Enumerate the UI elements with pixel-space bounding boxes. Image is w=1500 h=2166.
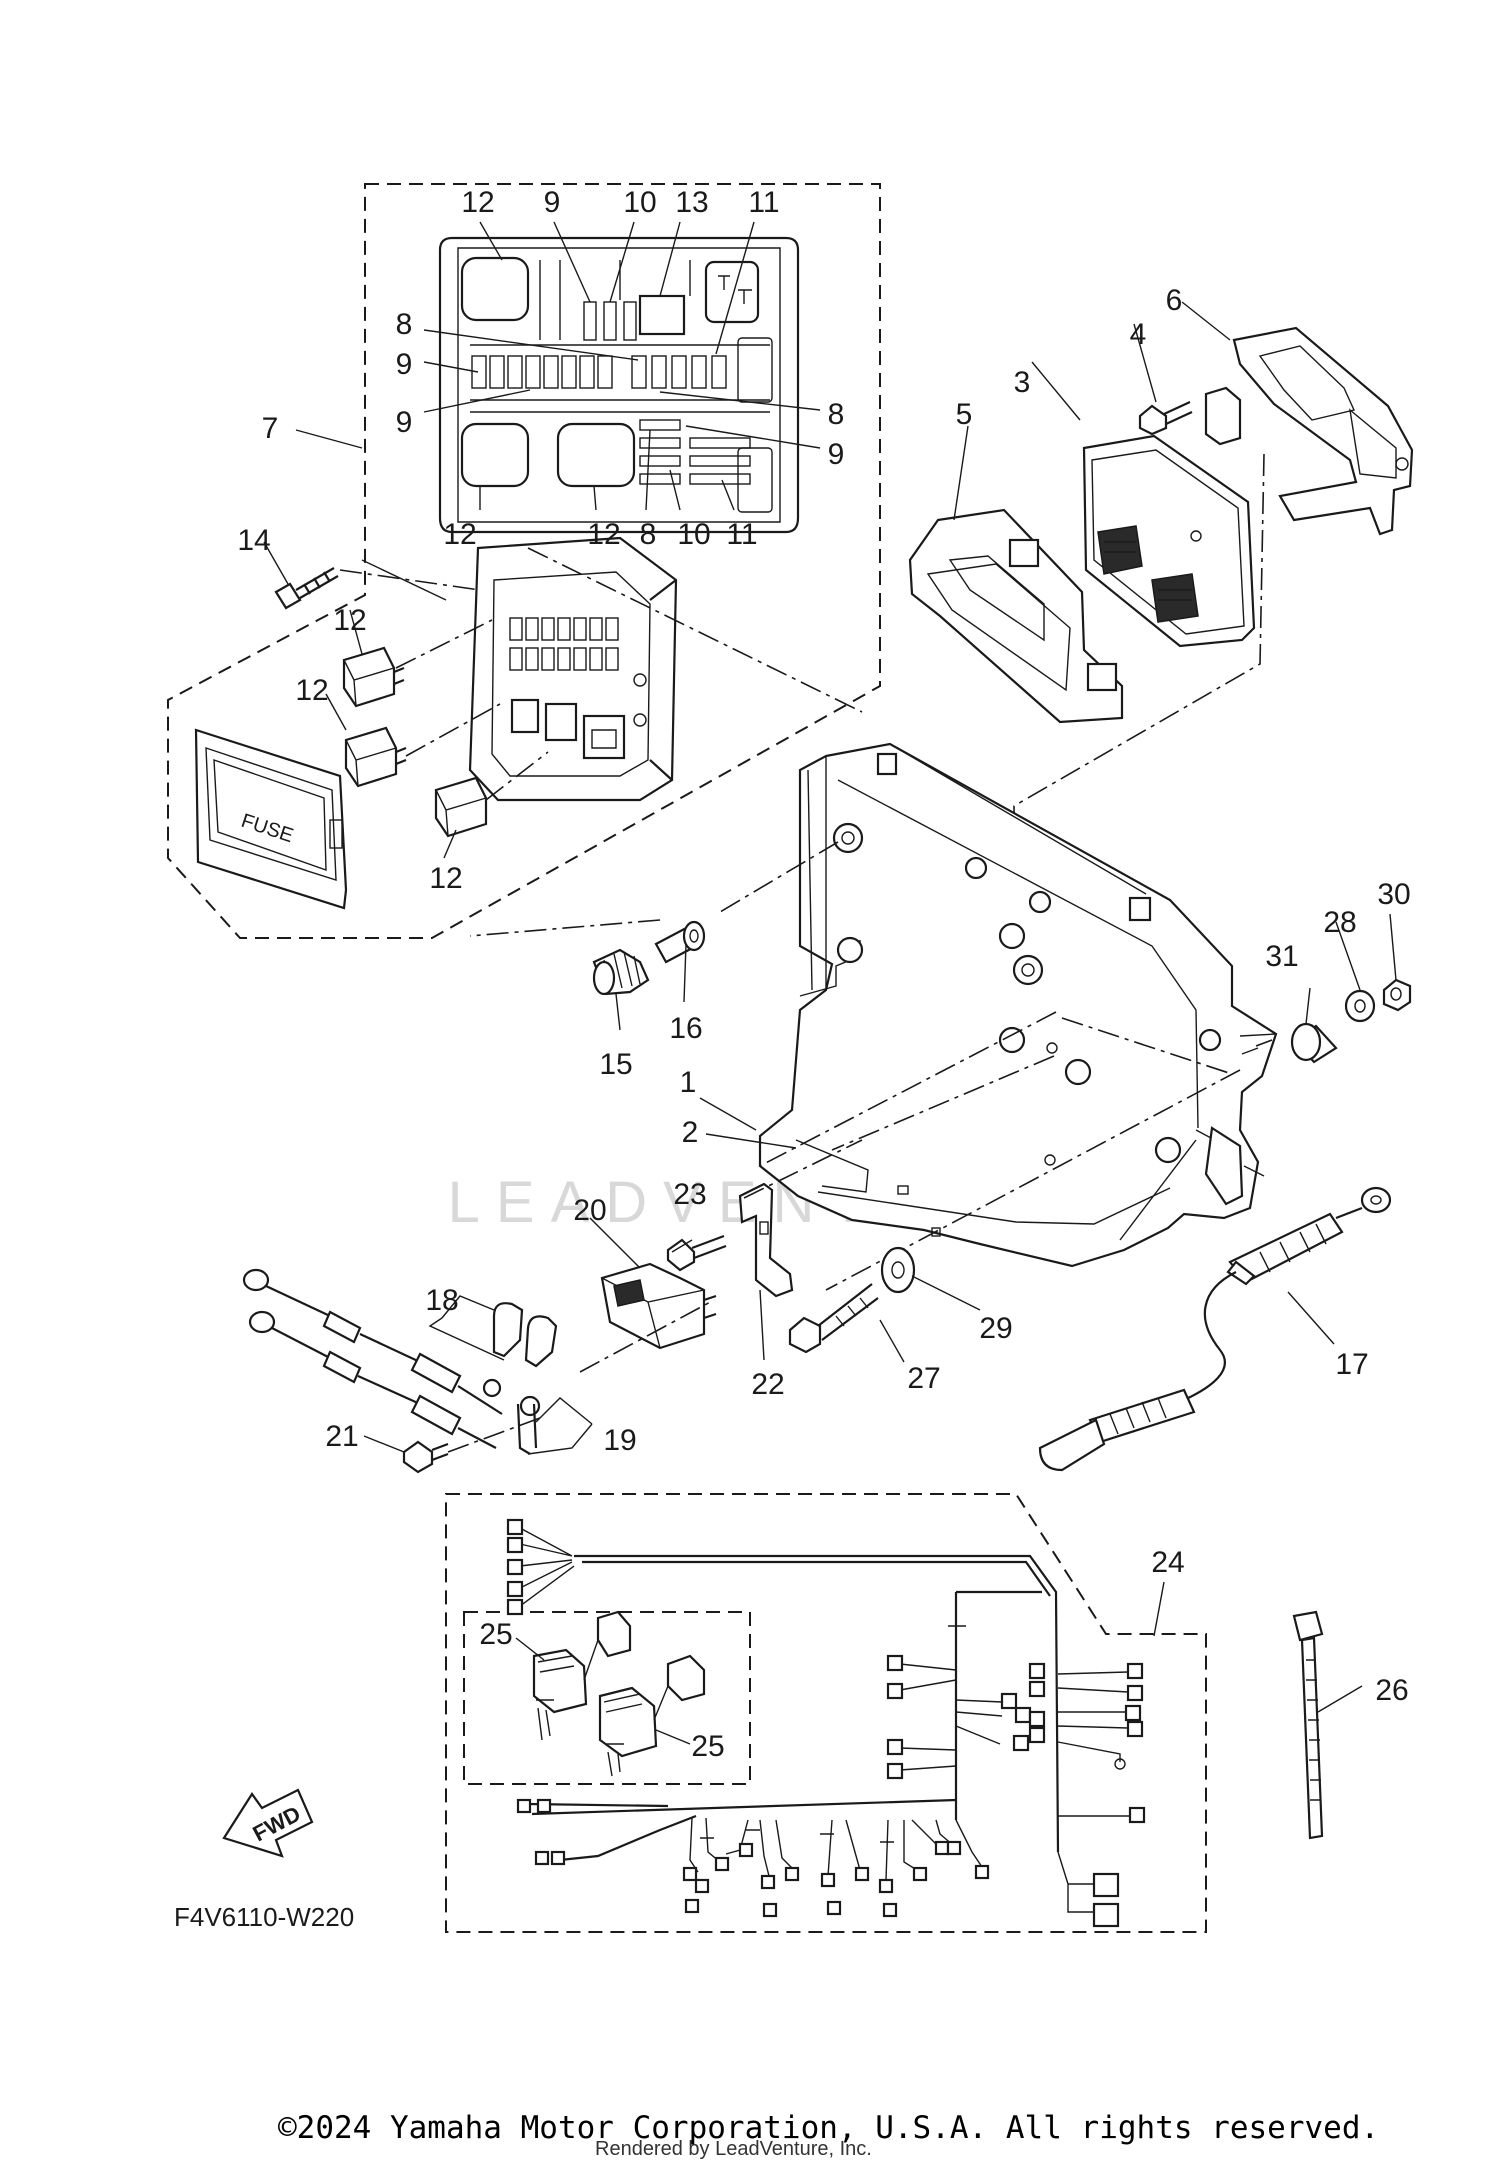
- connector-25b: [598, 1654, 706, 1777]
- callout-29: 29: [979, 1312, 1012, 1345]
- cables-18: [242, 1268, 541, 1449]
- callout-17: 17: [1335, 1348, 1368, 1381]
- callout-11-top: 11: [748, 186, 779, 219]
- diagram-code: F4V6110-W220: [174, 1902, 354, 1932]
- callout-20: 20: [573, 1194, 606, 1227]
- callout-15: 15: [599, 1048, 632, 1081]
- callout-8-bottom: 8: [640, 518, 657, 551]
- fuse-box-body: [468, 536, 678, 802]
- relay-12b: [344, 726, 407, 788]
- ecu-cover-5: [908, 508, 1124, 724]
- callout-24: 24: [1151, 1546, 1184, 1579]
- washer-29: [880, 1246, 916, 1294]
- callout-9-left-b: 9: [396, 406, 413, 439]
- bracket-22: [738, 1182, 794, 1298]
- callout-4: 4: [1130, 318, 1147, 351]
- callout-23: 23: [673, 1178, 706, 1211]
- ecu-3: [1082, 434, 1256, 648]
- fuse-box-group-outline: [167, 183, 881, 939]
- bolt-21: [402, 1440, 449, 1474]
- fuse-group-chain-lines: [339, 547, 863, 801]
- grommet-15: [592, 948, 650, 996]
- callout-1: 1: [680, 1066, 697, 1099]
- nut-30: [1382, 978, 1412, 1012]
- cable-tie-26: [1292, 1610, 1324, 1840]
- callout-13: 13: [675, 186, 708, 219]
- callout-12-bl: 12: [443, 518, 476, 551]
- callout-26: 26: [1375, 1674, 1408, 1707]
- screw-23: [666, 1234, 727, 1272]
- boots-19: [492, 1302, 558, 1455]
- callout-2: 2: [682, 1116, 699, 1149]
- callout-18: 18: [425, 1284, 458, 1317]
- cable-chain-lines: [447, 1139, 863, 1453]
- callout-leaders: [263, 221, 1397, 1745]
- callout-12-relay-a: 12: [333, 604, 366, 637]
- callout-8-right: 8: [828, 398, 845, 431]
- cable-17: [1038, 1186, 1392, 1472]
- collar-16: [654, 920, 706, 964]
- callout-12-relay-b: 12: [295, 674, 328, 707]
- wire-harness-group-outline: [445, 1493, 1207, 1933]
- callout-11-bottom: 11: [726, 518, 757, 551]
- callout-22: 22: [751, 1368, 784, 1401]
- callout-3: 3: [1014, 366, 1031, 399]
- callout-12-bm: 12: [587, 518, 620, 551]
- wire-harness-24: [506, 1518, 1146, 1928]
- fuse-box-layout-view: [438, 236, 800, 534]
- bolt-4: [1138, 401, 1193, 436]
- fwd-arrow-icon: FWD: [222, 1788, 314, 1858]
- callout-25-a: 25: [479, 1618, 512, 1651]
- copyright-notice: ©2024 Yamaha Motor Corporation, U.S.A. A…: [278, 2110, 1380, 2146]
- callout-9-left-a: 9: [396, 348, 413, 381]
- callout-9-top: 9: [544, 186, 561, 219]
- connector-25a: [532, 1610, 632, 1741]
- spacer-31: [1290, 1022, 1338, 1064]
- callout-8-left: 8: [396, 308, 413, 341]
- callout-14: 14: [237, 524, 270, 557]
- callout-10-top: 10: [623, 186, 656, 219]
- callout-27: 27: [907, 1362, 940, 1395]
- callout-10-bottom: 10: [677, 518, 710, 551]
- relay-12a: [342, 646, 405, 708]
- callout-numbers: 12 9 10 13 11 8 9 9 8 9 7 12 12 8 10 11 …: [237, 186, 1410, 1763]
- callout-30: 30: [1377, 878, 1410, 911]
- rendered-by-notice: Rendered by LeadVenture, Inc.: [595, 2138, 872, 2160]
- washer-28: [1344, 989, 1376, 1023]
- callout-16: 16: [669, 1012, 702, 1045]
- bolt-27: [788, 1283, 879, 1354]
- bolt-14: [274, 567, 339, 610]
- callout-25-b: 25: [691, 1730, 724, 1763]
- callout-28: 28: [1323, 906, 1356, 939]
- fuse-cover: FUSE: [194, 728, 348, 910]
- callout-7: 7: [262, 412, 279, 445]
- callout-5: 5: [956, 398, 973, 431]
- callout-19: 19: [603, 1424, 636, 1457]
- callout-6: 6: [1166, 284, 1183, 317]
- callout-31: 31: [1265, 940, 1298, 973]
- mounting-box-1: [469, 742, 1278, 1291]
- callout-21: 21: [325, 1420, 358, 1453]
- callout-12-relay-c: 12: [429, 862, 462, 895]
- bracket-6: [1013, 326, 1414, 993]
- callout-9-right: 9: [828, 438, 845, 471]
- callout-12-top: 12: [461, 186, 494, 219]
- relay-12c: [434, 776, 488, 838]
- relay-20: [600, 1262, 717, 1350]
